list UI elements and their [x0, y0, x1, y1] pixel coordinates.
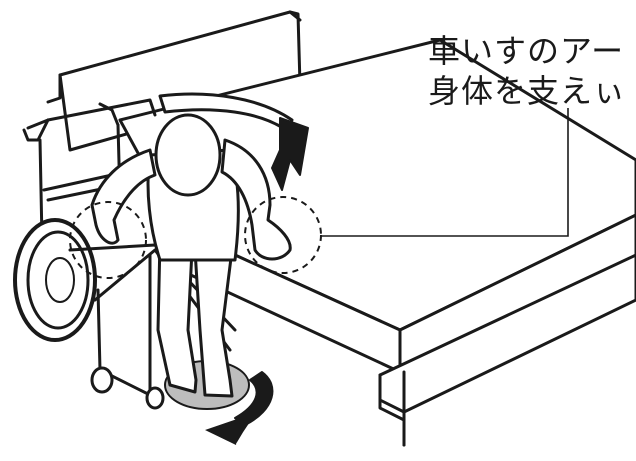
leader-line	[321, 108, 569, 237]
caption-line-2: 身体を支えぃ	[428, 72, 627, 110]
turn-arrow	[158, 92, 309, 191]
highlight-circle-bed	[244, 196, 322, 274]
caption-line-1: 車いすのアー	[428, 32, 625, 70]
highlight-circle-armrest	[69, 201, 147, 279]
bed-headboard	[58, 10, 302, 152]
wheelchair-caster	[90, 366, 114, 394]
rotation-arrow	[205, 371, 274, 445]
person	[90, 113, 292, 398]
person-head	[154, 113, 222, 197]
